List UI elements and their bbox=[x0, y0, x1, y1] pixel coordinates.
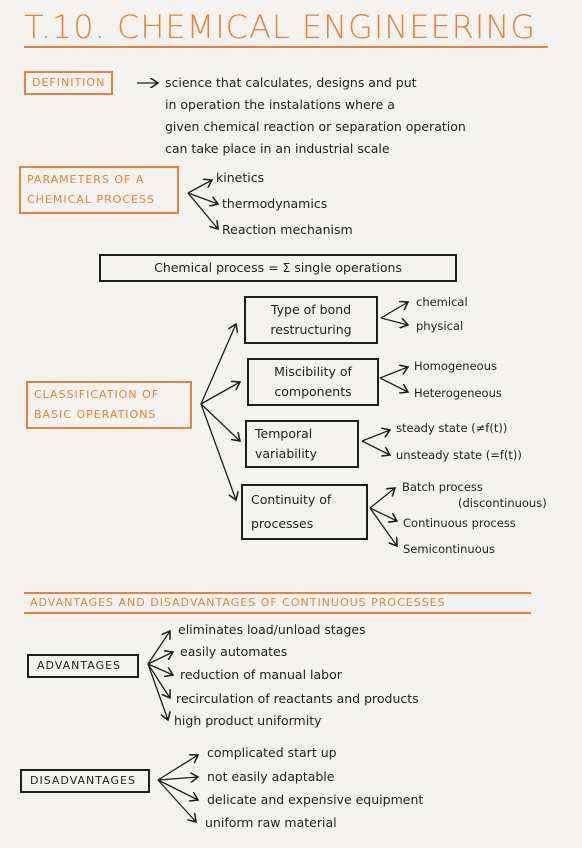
group-label-line: Temporal bbox=[255, 426, 313, 441]
cont-arrow-2 bbox=[369, 507, 397, 521]
bond-arrow-2 bbox=[380, 317, 408, 325]
group-label-line: processes bbox=[251, 516, 314, 531]
parameter-item: Reaction mechanism bbox=[222, 222, 353, 237]
disadvantages-label-box: DISADVANTAGES bbox=[20, 769, 150, 793]
definition-line: given chemical reaction or separation op… bbox=[165, 119, 466, 134]
group-item: steady state (≠f(t)) bbox=[396, 421, 508, 435]
group-box-temporal: Temporal variability bbox=[245, 420, 359, 468]
title-underline bbox=[24, 46, 548, 48]
group-box-miscibility: Miscibility of components bbox=[247, 358, 379, 406]
advantage-item: recirculation of reactants and products bbox=[176, 691, 419, 706]
cont-arrow-3 bbox=[369, 507, 397, 546]
param-arrow-3 bbox=[187, 192, 218, 229]
group-item: physical bbox=[416, 319, 464, 333]
group-label-line: restructuring bbox=[270, 322, 352, 337]
classification-label-line: CLASSIFICATION OF bbox=[34, 388, 160, 401]
group-item: (discontinuous) bbox=[458, 496, 547, 510]
group-item: Continuous process bbox=[403, 516, 516, 530]
formula-text: Chemical process = Σ single operations bbox=[154, 260, 402, 275]
adv-arrow-2 bbox=[147, 652, 173, 665]
group-label-line: Type of bond bbox=[270, 302, 352, 317]
page-title: T.10. CHEMICAL ENGINEERING bbox=[24, 8, 537, 46]
group-label-line: variability bbox=[255, 446, 317, 461]
disadvantage-item: delicate and expensive equipment bbox=[207, 792, 424, 807]
disadvantage-item: uniform raw material bbox=[205, 815, 337, 830]
adv-arrow-3 bbox=[147, 663, 173, 675]
section-line-bottom bbox=[24, 612, 531, 614]
definition-label-box: DEFINITION bbox=[24, 71, 114, 95]
group-item: chemical bbox=[416, 295, 468, 309]
bond-arrow-1 bbox=[380, 302, 408, 319]
disadvantage-item: not easily adaptable bbox=[207, 769, 335, 784]
group-label-line: Miscibility of bbox=[274, 364, 352, 379]
formula-box: Chemical process = Σ single operations bbox=[99, 254, 457, 282]
class-arrow-1 bbox=[200, 324, 236, 405]
group-item: Heterogeneous bbox=[414, 386, 502, 400]
dis-arrow-2 bbox=[157, 777, 198, 780]
advantages-label-box: ADVANTAGES bbox=[27, 654, 139, 678]
group-item: unsteady state (=f(t)) bbox=[396, 448, 522, 462]
section-line-top bbox=[24, 592, 531, 594]
adv-arrow-5 bbox=[147, 663, 168, 720]
misc-arrow-1 bbox=[379, 367, 408, 379]
temp-arrow-1 bbox=[361, 430, 390, 442]
group-item: Homogeneous bbox=[414, 359, 497, 373]
advantage-item: high product uniformity bbox=[174, 713, 322, 728]
parameters-label-box: PARAMETERS OF A CHEMICAL PROCESS bbox=[19, 166, 179, 214]
definition-line: can take place in an industrial scale bbox=[165, 141, 390, 156]
param-arrow-1 bbox=[187, 180, 212, 194]
section-title: ADVANTAGES AND DISADVANTAGES OF CONTINUO… bbox=[30, 596, 446, 609]
parameter-item: thermodynamics bbox=[222, 196, 328, 211]
group-item: Batch process bbox=[402, 480, 483, 494]
dis-arrow-3 bbox=[157, 779, 198, 800]
misc-arrow-2 bbox=[379, 377, 408, 392]
class-arrow-3 bbox=[200, 403, 240, 441]
group-label-line: components bbox=[274, 384, 352, 399]
dis-arrow-1 bbox=[157, 755, 198, 781]
advantage-item: reduction of manual labor bbox=[180, 667, 342, 682]
group-box-bond: Type of bond restructuring bbox=[244, 296, 378, 344]
cont-arrow-1 bbox=[369, 488, 395, 509]
group-label-line: Continuity of bbox=[251, 492, 332, 507]
group-item: Semicontinuous bbox=[403, 542, 496, 556]
class-arrow-4 bbox=[200, 403, 236, 500]
param-arrow-2 bbox=[187, 192, 218, 204]
temp-arrow-2 bbox=[361, 440, 390, 455]
definition-line: science that calculates, designs and put bbox=[165, 75, 417, 90]
parameters-label-line: CHEMICAL PROCESS bbox=[27, 193, 155, 206]
adv-arrow-1 bbox=[147, 631, 170, 665]
parameters-label-line: PARAMETERS OF A bbox=[27, 173, 145, 186]
definition-line: in operation the instalations where a bbox=[165, 97, 395, 112]
disadvantage-item: complicated start up bbox=[207, 745, 337, 760]
class-arrow-2 bbox=[200, 382, 240, 405]
advantage-item: eliminates load/unload stages bbox=[178, 622, 366, 637]
advantage-item: easily automates bbox=[180, 644, 288, 659]
definition-label: DEFINITION bbox=[32, 76, 106, 89]
classification-label-box: CLASSIFICATION OF BASIC OPERATIONS bbox=[26, 381, 192, 429]
classification-label-line: BASIC OPERATIONS bbox=[34, 408, 157, 421]
advantages-label: ADVANTAGES bbox=[37, 659, 122, 672]
adv-arrow-4 bbox=[147, 663, 170, 698]
dis-arrow-4 bbox=[157, 779, 196, 822]
definition-text: science that calculates, designs and put… bbox=[165, 72, 466, 160]
parameter-item: kinetics bbox=[216, 170, 265, 185]
disadvantages-label: DISADVANTAGES bbox=[30, 774, 136, 787]
group-box-continuity: Continuity of processes bbox=[241, 484, 368, 540]
